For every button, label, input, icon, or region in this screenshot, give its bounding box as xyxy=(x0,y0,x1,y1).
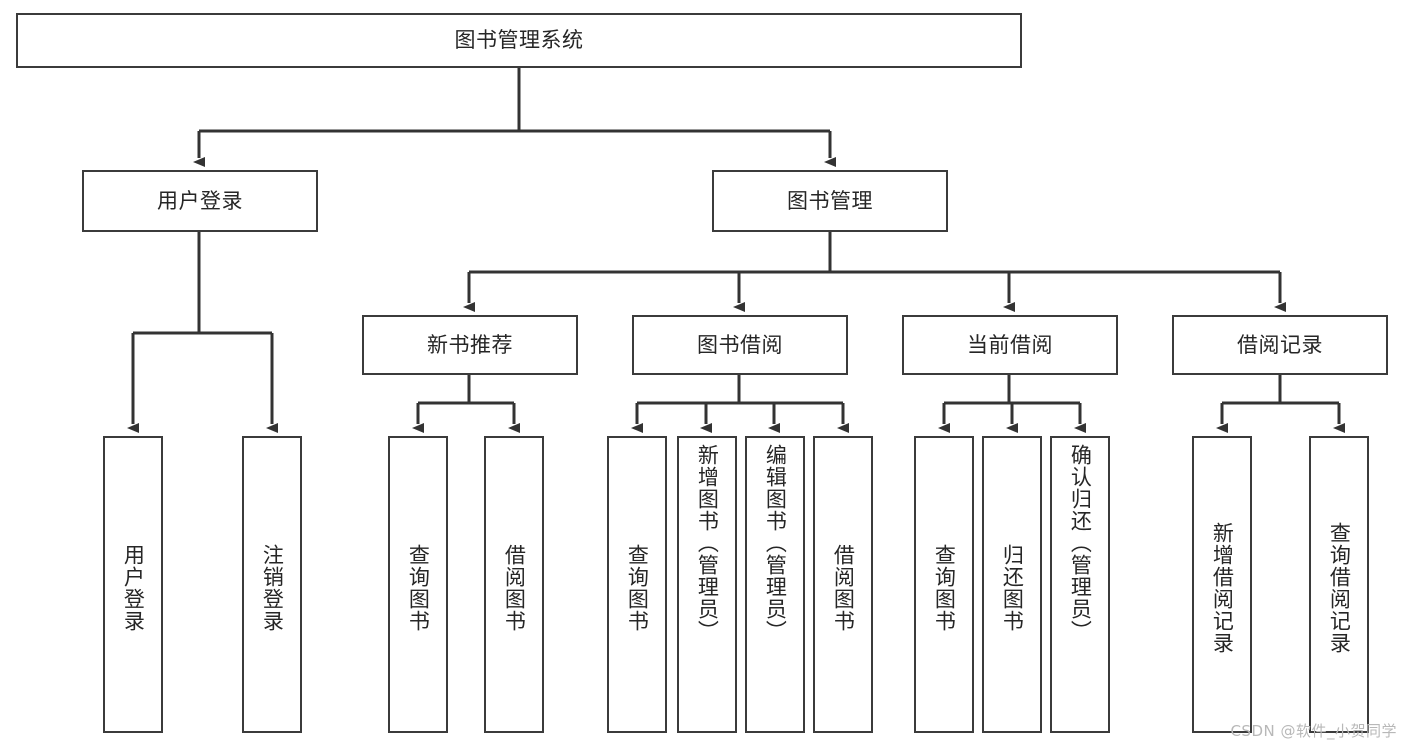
node-label: 确认归还（管理员） xyxy=(1068,444,1093,642)
node-leaf-query-book-2[interactable]: 查询图书 xyxy=(607,436,667,733)
node-user-login[interactable]: 用户登录 xyxy=(82,170,318,232)
node-leaf-logout-login[interactable]: 注销登录 xyxy=(242,436,302,733)
node-leaf-query-book-3[interactable]: 查询图书 xyxy=(914,436,974,733)
node-leaf-query-book-1[interactable]: 查询图书 xyxy=(388,436,448,733)
edges-bookborrow-to-leaves xyxy=(631,375,849,433)
node-label: 用户登录 xyxy=(121,543,146,632)
node-label: 图书管理 xyxy=(787,188,873,213)
node-label: 查询图书 xyxy=(625,543,650,632)
node-label: 新书推荐 xyxy=(427,332,513,357)
node-current-borrow[interactable]: 当前借阅 xyxy=(902,315,1118,375)
edges-root-to-level2 xyxy=(193,68,836,167)
node-label: 查询图书 xyxy=(932,543,957,632)
node-label: 图书管理系统 xyxy=(454,28,584,53)
node-new-book-recommend[interactable]: 新书推荐 xyxy=(362,315,578,375)
node-label: 当前借阅 xyxy=(967,332,1053,357)
node-label: 注销登录 xyxy=(260,543,285,632)
node-book-manage[interactable]: 图书管理 xyxy=(712,170,948,232)
node-label: 新增图书（管理员） xyxy=(695,444,720,642)
node-leaf-confirm-return-admin[interactable]: 确认归还（管理员） xyxy=(1050,436,1110,733)
node-label: 查询借阅记录 xyxy=(1327,521,1352,654)
edges-newbook-to-leaves xyxy=(412,375,520,433)
node-label: 编辑图书（管理员） xyxy=(763,444,788,642)
edges-bookmanage-to-level3 xyxy=(463,232,1286,312)
node-leaf-borrow-book-2[interactable]: 借阅图书 xyxy=(813,436,873,733)
node-label: 借阅记录 xyxy=(1237,332,1323,357)
edges-borrowrecord-to-leaves xyxy=(1216,375,1345,433)
node-label: 图书借阅 xyxy=(697,332,783,357)
edges-userlogin-to-leaves xyxy=(127,232,278,433)
node-root-system[interactable]: 图书管理系统 xyxy=(16,13,1022,68)
node-leaf-edit-book-admin[interactable]: 编辑图书（管理员） xyxy=(745,436,805,733)
node-leaf-add-book-admin[interactable]: 新增图书（管理员） xyxy=(677,436,737,733)
node-label: 新增借阅记录 xyxy=(1210,521,1235,654)
node-label: 借阅图书 xyxy=(831,543,856,632)
csdn-watermark: CSDN @软件_小贺同学 xyxy=(1230,722,1397,740)
node-leaf-return-book[interactable]: 归还图书 xyxy=(982,436,1042,733)
node-leaf-add-borrow-record[interactable]: 新增借阅记录 xyxy=(1192,436,1252,733)
node-book-borrow[interactable]: 图书借阅 xyxy=(632,315,848,375)
node-leaf-user-login[interactable]: 用户登录 xyxy=(103,436,163,733)
node-label: 归还图书 xyxy=(1000,543,1025,632)
node-label: 借阅图书 xyxy=(502,543,527,632)
node-label: 用户登录 xyxy=(157,188,243,213)
node-leaf-borrow-book-1[interactable]: 借阅图书 xyxy=(484,436,544,733)
node-leaf-query-borrow-record[interactable]: 查询借阅记录 xyxy=(1309,436,1369,733)
node-label: 查询图书 xyxy=(406,543,431,632)
edges-currentborrow-to-leaves xyxy=(938,375,1086,433)
node-borrow-record[interactable]: 借阅记录 xyxy=(1172,315,1388,375)
